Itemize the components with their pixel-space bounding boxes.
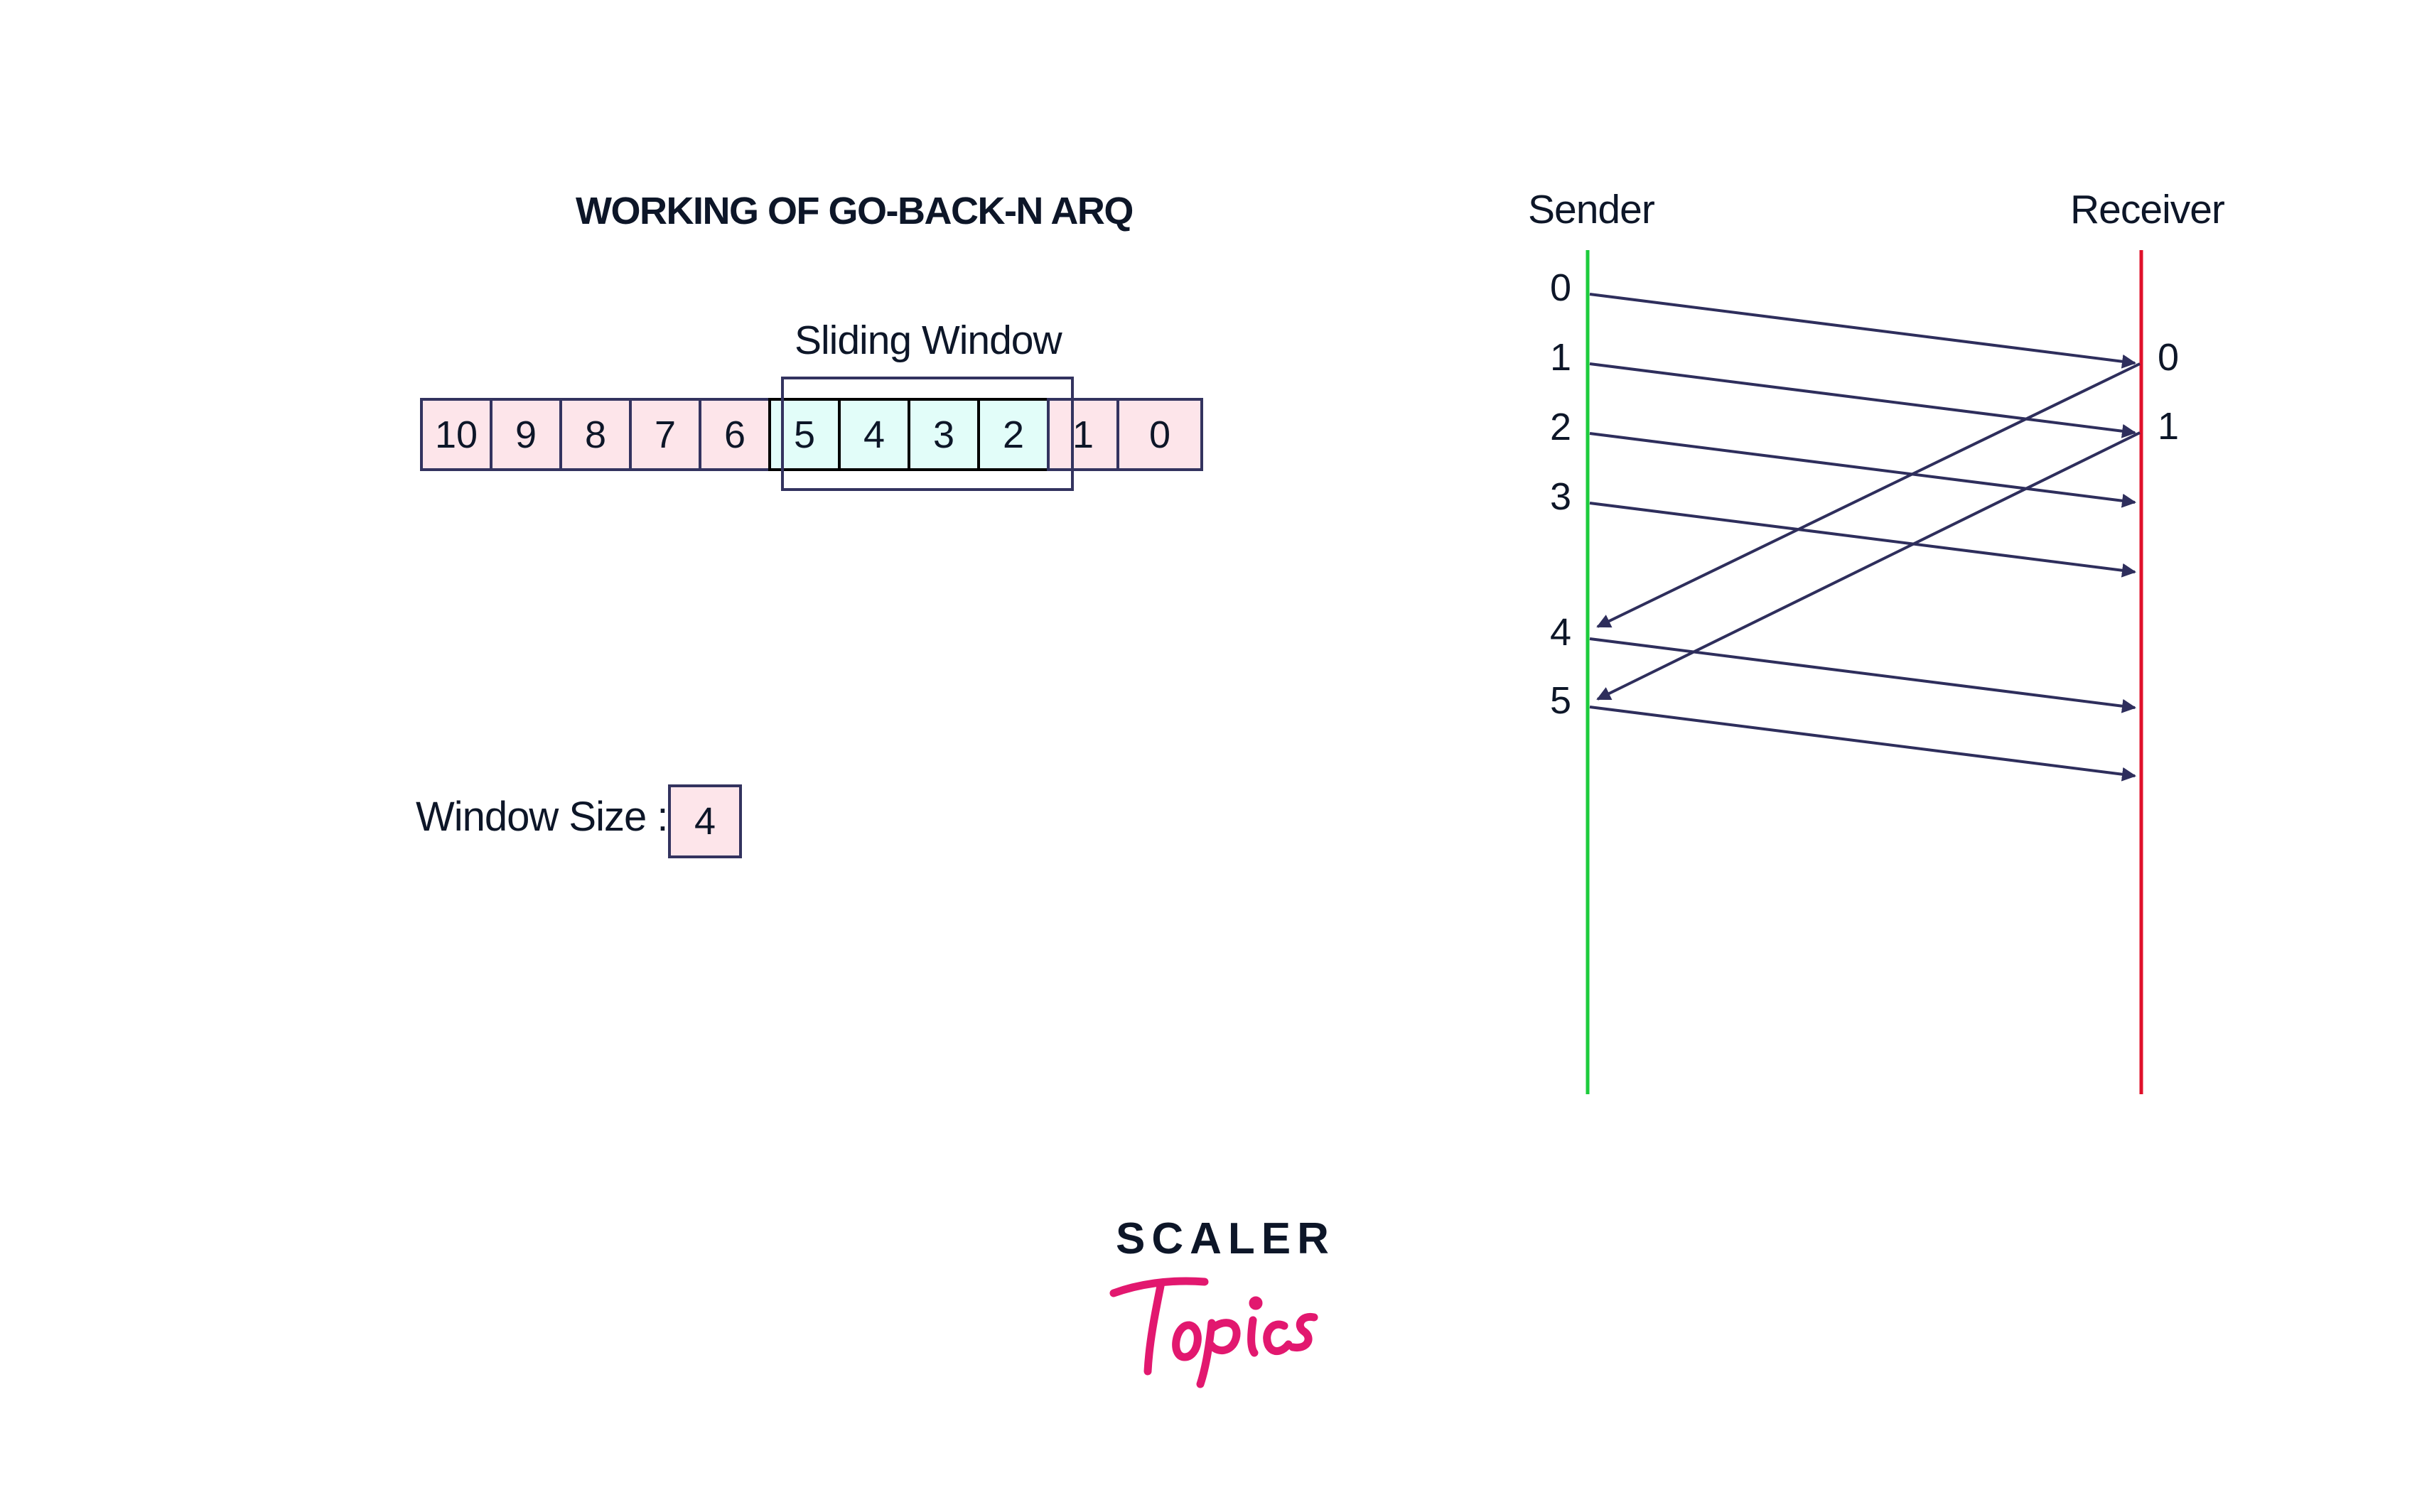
sender-seq-2: 2 xyxy=(1549,406,1571,448)
frame-cell-10: 10 xyxy=(420,398,492,471)
window-size-value: 4 xyxy=(668,784,742,858)
frame-arrow-3 xyxy=(1589,502,2136,578)
receiver-seq-0: 0 xyxy=(2158,336,2180,379)
window-size-label: Window Size : xyxy=(416,794,668,840)
sliding-window-frame xyxy=(781,377,1074,491)
sliding-window-label: Sliding Window xyxy=(795,318,1062,363)
diagram-title: WORKING OF GO-BACK-N ARQ xyxy=(576,190,1134,232)
frame-buffer-row: 10 9 8 7 6 5 4 3 2 1 0 xyxy=(420,398,1203,471)
sender-seq-3: 3 xyxy=(1549,475,1571,518)
window-frame-cell-5: 5 xyxy=(768,398,841,471)
sender-seq-1: 1 xyxy=(1549,336,1571,379)
logo-topics-icon xyxy=(1109,1277,1318,1388)
ack-arrow-0 xyxy=(1596,362,2141,628)
frame-cell-1: 1 xyxy=(1047,398,1119,471)
window-frame-cell-3: 3 xyxy=(908,398,980,471)
frame-cell-7: 7 xyxy=(629,398,701,471)
frame-cell-9: 9 xyxy=(490,398,562,471)
sender-seq-4: 4 xyxy=(1549,611,1571,654)
sender-seq-0: 0 xyxy=(1549,266,1571,309)
logo-scaler-text: SCALER xyxy=(1116,1214,1335,1263)
frame-arrow-0 xyxy=(1589,293,2136,369)
receiver-label: Receiver xyxy=(2070,187,2225,232)
frame-cell-8: 8 xyxy=(559,398,632,471)
frame-cell-0: 0 xyxy=(1116,398,1203,471)
receiver-seq-1: 1 xyxy=(2158,405,2180,448)
ack-arrow-1 xyxy=(1596,431,2141,701)
frame-arrow-4 xyxy=(1589,637,2136,713)
frame-arrow-2 xyxy=(1589,432,2136,508)
frame-arrow-5 xyxy=(1589,706,2136,782)
sender-label: Sender xyxy=(1528,187,1655,232)
sender-seq-5: 5 xyxy=(1549,679,1571,722)
frame-arrow-1 xyxy=(1589,362,2136,438)
